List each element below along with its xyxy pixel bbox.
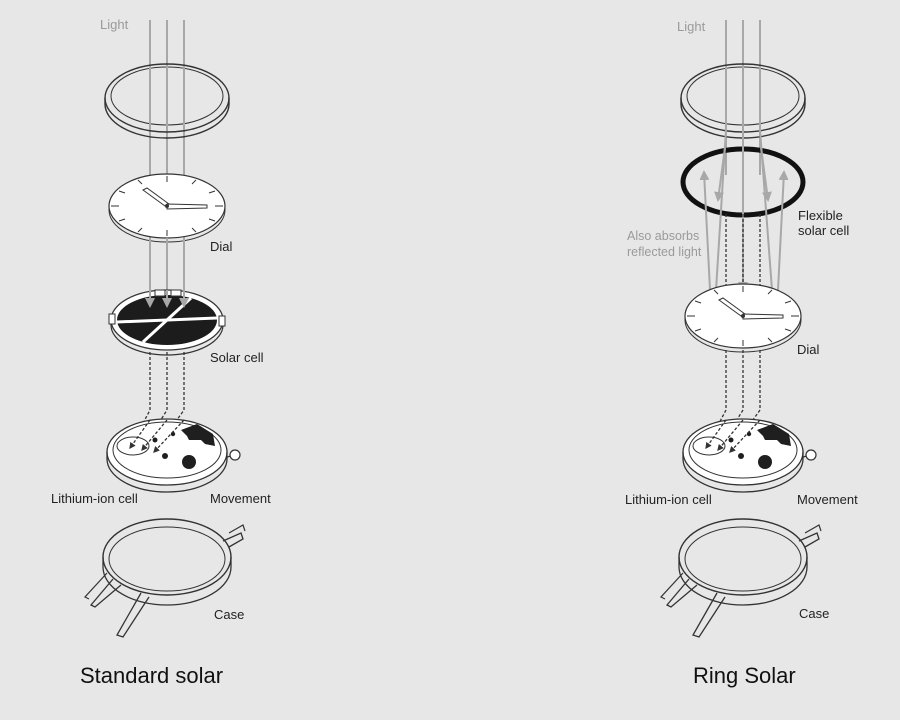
ring-lithium-label: Lithium-ion cell <box>625 492 712 507</box>
ring-absorbs-label-line1: Also absorbs <box>627 229 700 243</box>
standard-movement <box>106 418 241 493</box>
ring-solar-assembly <box>660 20 822 638</box>
ring-flexible-label-line2: solar cell <box>798 223 850 238</box>
standard-caption: Standard solar <box>80 663 224 688</box>
ring-case-label: Case <box>799 606 830 621</box>
ring-case <box>660 518 822 638</box>
ring-caption: Ring Solar <box>693 663 796 688</box>
standard-movement-label: Movement <box>210 491 271 506</box>
standard-dial-label: Dial <box>210 239 233 254</box>
ring-light-label: Light <box>677 19 706 34</box>
ring-dial <box>684 283 802 353</box>
standard-light-label: Light <box>100 17 129 32</box>
standard-solar-assembly <box>84 20 246 638</box>
ring-movement-label: Movement <box>797 492 858 507</box>
standard-case-label: Case <box>214 607 245 622</box>
ring-movement <box>682 418 817 493</box>
standard-lithium-label: Lithium-ion cell <box>51 491 138 506</box>
standard-dial <box>108 173 226 243</box>
ring-absorbs-label-line2: reflected light <box>627 245 702 259</box>
ring-flexible-label-line1: Flexible <box>798 208 843 223</box>
ring-dial-label: Dial <box>797 342 820 357</box>
standard-solar-cell-label: Solar cell <box>210 350 264 365</box>
